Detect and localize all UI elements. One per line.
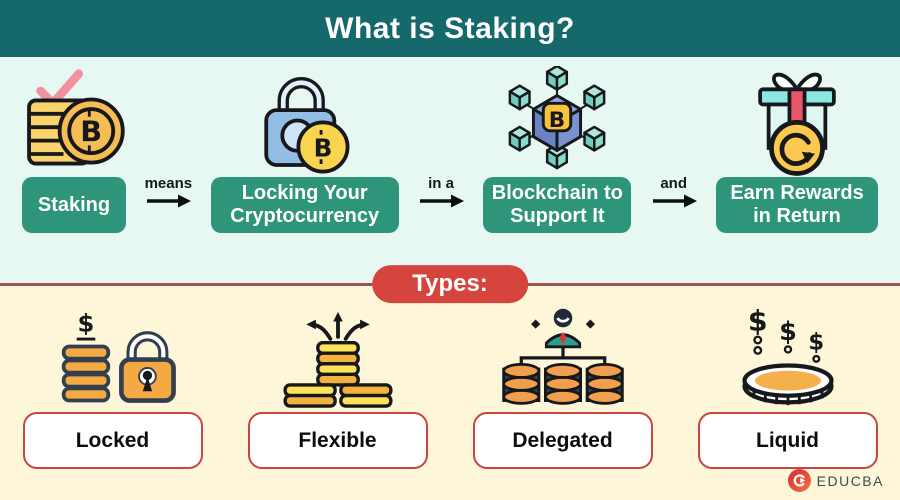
svg-text:$: $ <box>77 313 94 338</box>
educba-logo: EDUCBA <box>787 469 884 492</box>
svg-text:B: B <box>549 108 565 133</box>
flow-connector-means: means <box>126 175 211 209</box>
flow-connector-and: and <box>631 175 716 209</box>
type-label-flexible: Flexible <box>247 412 428 469</box>
step-button-rewards: Earn Rewards in Return <box>716 177 879 233</box>
type-flexible: Flexible <box>225 286 450 469</box>
page-title: What is Staking? <box>325 11 575 45</box>
connector-label: and <box>660 175 688 192</box>
type-liquid: $ $ $ Liqu <box>675 286 900 469</box>
svg-text:$: $ <box>779 317 797 347</box>
educba-logo-icon <box>787 469 811 492</box>
gift-reward-coin-icon <box>745 65 849 177</box>
delegated-person-coins-icon <box>493 298 633 408</box>
flow-section: B Staking means B L <box>0 57 900 283</box>
flow-step-locking: B Locking Your Cryptocurrency <box>210 57 399 233</box>
svg-text:B: B <box>80 115 102 149</box>
svg-text:$: $ <box>808 329 824 355</box>
flow-connector-in-a: in a <box>399 175 484 209</box>
types-heading-pill: Types: <box>372 265 528 304</box>
liquid-coin-dollars-icon: $ $ $ <box>721 298 855 408</box>
type-label-delegated: Delegated <box>472 412 653 469</box>
locked-coins-padlock-icon: $ <box>43 298 183 408</box>
svg-text:B: B <box>313 133 332 162</box>
step-button-blockchain: Blockchain to Support It <box>483 177 632 233</box>
educba-logo-text: EDUCBA <box>816 472 884 489</box>
flow-step-staking: B Staking <box>22 57 126 233</box>
padlock-bitcoin-icon: B <box>253 65 357 177</box>
right-arrow-icon <box>652 194 697 208</box>
connector-label: means <box>144 175 193 192</box>
step-button-locking: Locking Your Cryptocurrency <box>210 177 399 233</box>
connector-label: in a <box>428 175 454 192</box>
types-section: Types: $ Locked <box>0 265 900 500</box>
step-button-staking: Staking <box>22 177 126 233</box>
header-banner: What is Staking? <box>0 0 900 57</box>
right-arrow-icon <box>147 194 192 208</box>
coins-branch-arrows-icon <box>275 298 401 408</box>
type-label-liquid: Liquid <box>697 412 878 469</box>
type-label-locked: Locked <box>22 412 203 469</box>
flow-step-blockchain: B Blockchain to Support It <box>483 57 632 233</box>
type-delegated: Delegated <box>450 286 675 469</box>
blockchain-network-icon: B <box>503 65 611 177</box>
bitcoin-coins-check-icon: B <box>21 65 127 177</box>
type-locked: $ Locked <box>0 286 225 469</box>
flow-step-rewards: Earn Rewards in Return <box>716 57 879 233</box>
right-arrow-icon <box>420 194 464 208</box>
svg-text:$: $ <box>747 306 767 338</box>
